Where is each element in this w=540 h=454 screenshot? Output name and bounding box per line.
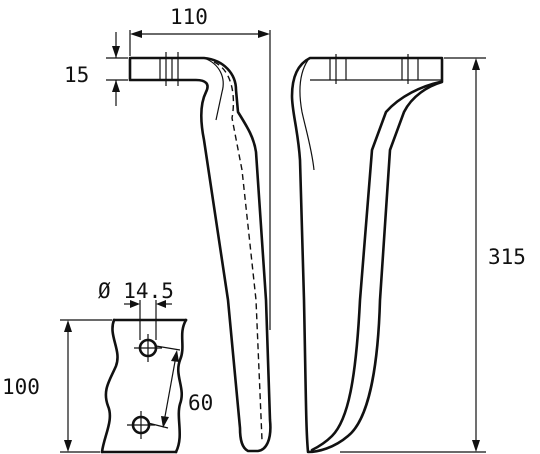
dimension-height-total: 315 bbox=[340, 57, 526, 453]
dimension-width-top-label: 110 bbox=[170, 5, 208, 29]
dimension-hole-spacing: 60 bbox=[147, 345, 213, 429]
dimension-hole-diameter-label: Ø 14.5 bbox=[98, 279, 174, 303]
side-view-tine bbox=[128, 52, 272, 453]
dimension-hole-spacing-label: 60 bbox=[188, 391, 213, 415]
side-view-hidden-edge bbox=[213, 61, 263, 441]
front-view-tine bbox=[290, 54, 444, 454]
dimension-width-top: 110 bbox=[129, 5, 271, 330]
dimension-flange-thickness: 15 bbox=[64, 32, 128, 106]
hole-detail: Ø 14.5 bbox=[98, 279, 188, 454]
dimension-detail-height-label: 100 bbox=[2, 375, 40, 399]
dimension-flange-thickness-label: 15 bbox=[64, 63, 89, 87]
dimension-height-total-label: 315 bbox=[488, 245, 526, 269]
dimension-detail-height: 100 bbox=[2, 319, 112, 453]
